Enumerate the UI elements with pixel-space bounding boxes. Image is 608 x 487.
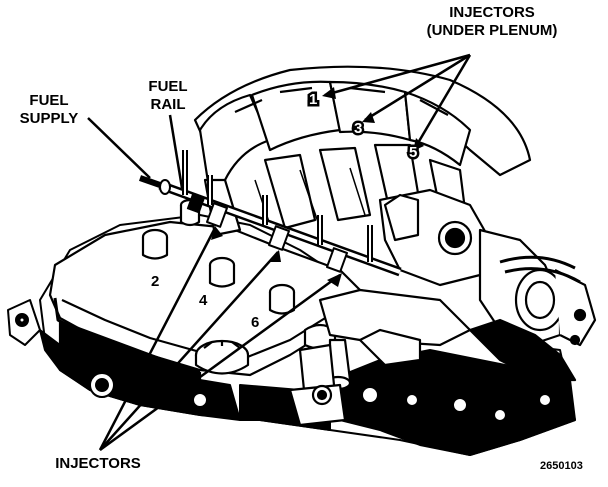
fuel-rail-line2: RAIL — [150, 96, 186, 113]
cylinder-3-number: 3 — [354, 120, 362, 137]
fuel-supply-line2: SUPPLY — [19, 110, 79, 127]
fuel-supply-leader — [87, 117, 151, 179]
cylinder-6-number: 6 — [251, 314, 259, 331]
valve-cover — [48, 198, 362, 387]
cylinder-numbers: 1 2 3 4 5 6 — [151, 89, 420, 332]
injector-1-leader — [324, 53, 471, 97]
injectors-top-line1: INJECTORS — [449, 4, 535, 21]
injector-4-leader — [99, 251, 279, 451]
fuel-supply-line1: FUEL — [29, 92, 69, 109]
leader-lines — [87, 53, 472, 452]
figure-id: 2650103 — [540, 460, 583, 472]
spark-plug-boots — [141, 198, 296, 315]
throttle-body — [378, 188, 597, 382]
injectors-under-plenum-label: INJECTORS (UNDER PLENUM) — [408, 4, 576, 40]
fuel-rail-line1: FUEL — [148, 78, 188, 95]
injectors-top-line2: (UNDER PLENUM) — [426, 22, 558, 39]
intake-plenum — [193, 65, 532, 237]
injectors-bottom-label: INJECTORS — [55, 455, 141, 472]
cylinder-1-number: 1 — [309, 91, 317, 108]
injector-3-leader — [364, 53, 471, 122]
cylinder-5-number: 5 — [409, 144, 417, 161]
fuel-supply-label: FUEL SUPPLY — [10, 92, 88, 128]
coolant-pipes — [288, 288, 472, 427]
arrowheads — [211, 87, 424, 287]
injector-6-leader — [99, 273, 341, 452]
oil-filler-cap — [194, 339, 250, 375]
injector-2-leader — [98, 227, 217, 451]
fuel-rail-leader — [168, 114, 184, 189]
cylinder-2-number: 2 — [151, 273, 159, 290]
injector-5-leader — [413, 54, 472, 149]
fuel-rail — [139, 150, 402, 277]
cylinder-4-number: 4 — [199, 292, 208, 309]
fuel-rail-label: FUEL RAIL — [142, 78, 194, 114]
